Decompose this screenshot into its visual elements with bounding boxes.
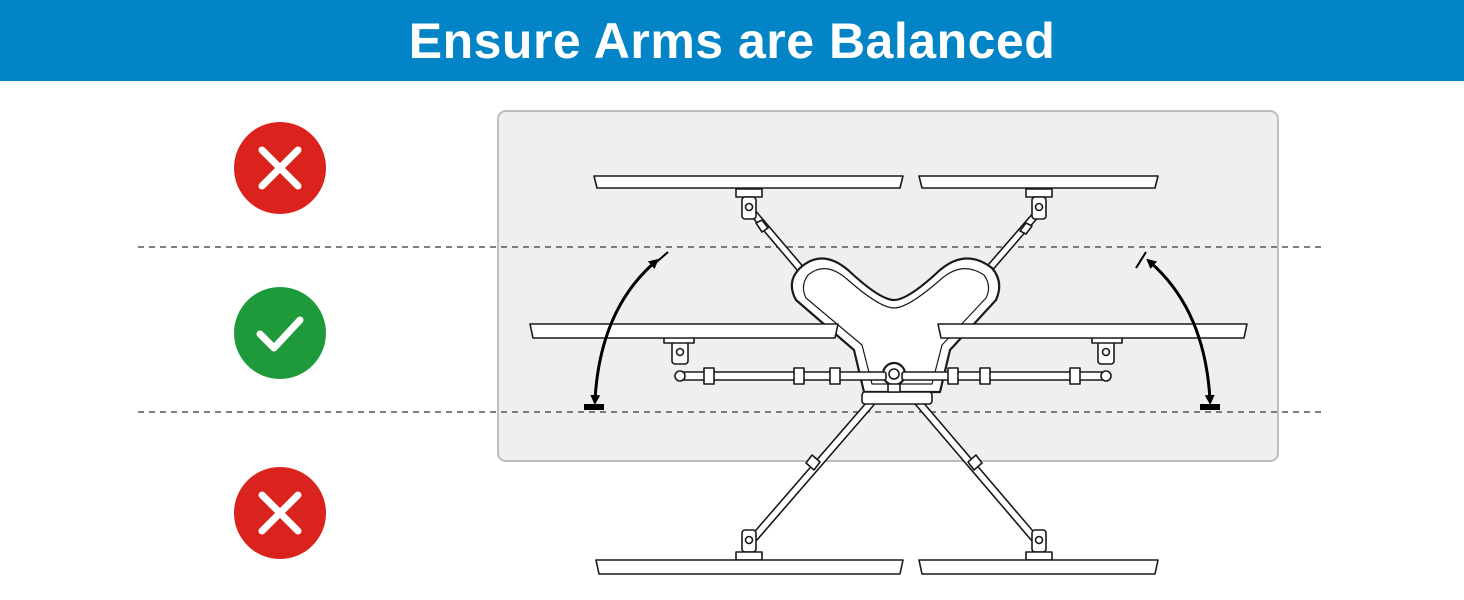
left-swing-arrow	[590, 258, 659, 405]
check-mark-icon	[234, 287, 326, 379]
top-tilt-heads	[735, 188, 1053, 220]
monitor-pair-top	[593, 175, 1159, 189]
monitor-pair-bottom	[595, 559, 1159, 575]
desk-panel	[497, 110, 1279, 462]
page-title: Ensure Arms are Balanced	[408, 12, 1056, 69]
right-swing-arrow	[1146, 258, 1215, 405]
clamp-plate	[790, 257, 1001, 394]
check-circle	[234, 287, 326, 379]
swing-arrows	[584, 251, 1220, 410]
header-banner: Ensure Arms are Balanced	[0, 0, 1464, 81]
lower-links	[743, 379, 1045, 549]
x-mark-icon	[234, 122, 326, 214]
x-mark-icon	[234, 467, 326, 559]
right-arm	[901, 336, 1123, 385]
bottom-tilt-heads	[735, 529, 1053, 561]
left-arm	[663, 336, 887, 385]
